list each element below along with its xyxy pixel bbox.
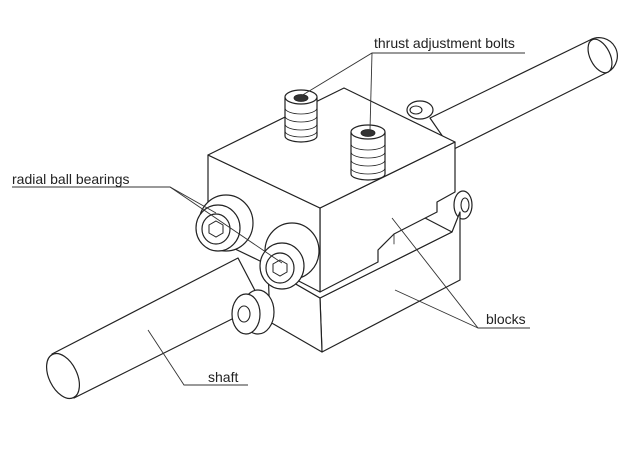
rear-bearing-right: [453, 190, 473, 220]
radial-bearing-2: [259, 222, 320, 290]
label-thrust-adjustment-bolts: thrust adjustment bolts: [374, 35, 515, 51]
thrust-bolt-2: [350, 124, 386, 181]
shaft-rear: [429, 37, 618, 151]
thrust-bolt-1: [284, 89, 318, 143]
label-shaft: shaft: [208, 369, 239, 385]
radial-bearing-lower: [231, 289, 275, 335]
label-blocks: blocks: [486, 311, 526, 327]
label-radial-ball-bearings: radial ball bearings: [12, 171, 130, 187]
leader-lines: [12, 52, 530, 386]
shaft-front: [45, 257, 263, 400]
rear-bearing-top: [406, 100, 434, 120]
radial-bearing-1: [195, 194, 254, 252]
